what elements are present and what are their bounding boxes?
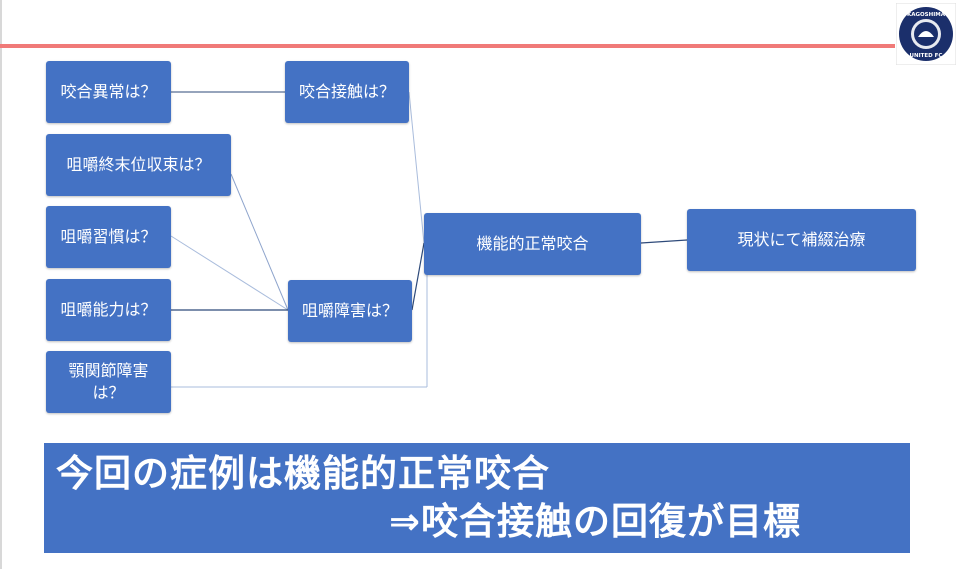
conclusion-banner: 今回の症例は機能的正常咬合 ⇒咬合接触の回復が目標 bbox=[44, 443, 910, 553]
node-chewing-ability: 咀嚼能力は？ bbox=[46, 279, 171, 341]
connector-n8-n9 bbox=[640, 239, 688, 244]
node-chewing-habit-label: 咀嚼習慣は？ bbox=[60, 227, 157, 246]
logo-bottom-text: UNITED FC bbox=[910, 53, 943, 59]
connector-n7-n8 bbox=[411, 242, 425, 311]
connector-n3-n7 bbox=[170, 235, 289, 311]
kagoshima-united-logo: KAGOSHIMA UNITED FC bbox=[896, 3, 956, 65]
slide-left-edge bbox=[0, 0, 2, 569]
node-prosthetic-treatment: 現状にて補綴治療 bbox=[687, 209, 916, 271]
node-occlusal-contact: 咬合接触は？ bbox=[285, 61, 409, 123]
node-chewing-end-position: 咀嚼終末位収束は？ bbox=[46, 134, 231, 196]
node-chewing-habit: 咀嚼習慣は？ bbox=[46, 206, 171, 268]
banner-line-1: 今回の症例は機能的正常咬合 bbox=[56, 452, 550, 495]
header-accent-line bbox=[0, 44, 895, 48]
node-functional-normal-occlusion-label: 機能的正常咬合 bbox=[476, 234, 589, 253]
node-prosthetic-treatment-label: 現状にて補綴治療 bbox=[737, 230, 866, 249]
logo-top-text: KAGOSHIMA bbox=[907, 12, 946, 18]
connector-n2-n7 bbox=[230, 173, 289, 311]
node-tmj-disorder-label: 顎関節障害 は？ bbox=[68, 361, 149, 402]
node-chewing-ability-label: 咀嚼能力は？ bbox=[60, 300, 157, 319]
node-chewing-end-position-label: 咀嚼終末位収束は？ bbox=[66, 155, 211, 174]
node-occlusion-abnormality-label: 咬合異常は？ bbox=[60, 82, 157, 101]
connector-n6-n8 bbox=[408, 91, 425, 244]
node-occlusal-contact-label: 咬合接触は？ bbox=[298, 82, 395, 101]
node-functional-normal-occlusion: 機能的正常咬合 bbox=[424, 213, 641, 275]
node-chewing-disorder: 咀嚼障害は？ bbox=[288, 280, 412, 342]
node-tmj-disorder: 顎関節障害 は？ bbox=[46, 351, 171, 413]
banner-line-2: ⇒咬合接触の回復が目標 bbox=[389, 500, 802, 543]
node-occlusion-abnormality: 咬合異常は？ bbox=[46, 61, 171, 123]
node-chewing-disorder-label: 咀嚼障害は？ bbox=[301, 301, 398, 320]
